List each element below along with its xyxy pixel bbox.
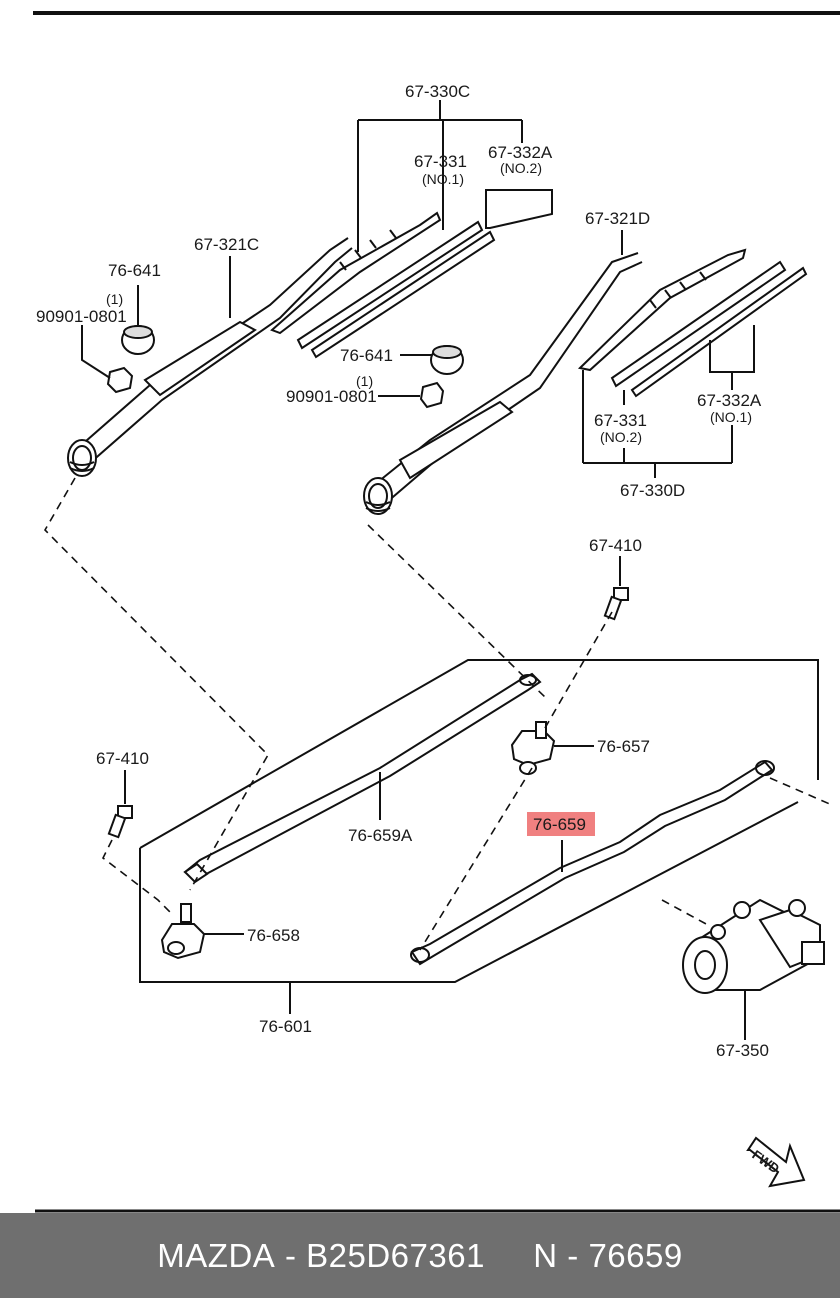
label-67-330D: 67-330D bbox=[620, 481, 685, 500]
label-67-331-right: 67-331 bbox=[594, 411, 647, 430]
label-67-332A-left: 67-332A bbox=[488, 143, 553, 162]
footer-sep: - bbox=[275, 1236, 307, 1274]
label-67-350: 67-350 bbox=[716, 1041, 769, 1060]
pivot-76-658[interactable] bbox=[160, 903, 244, 960]
label-76-659[interactable]: 76-659 bbox=[533, 815, 586, 834]
label-67-332A-left-no: (NO.2) bbox=[500, 160, 542, 176]
label-67-330C: 67-330C bbox=[405, 82, 470, 101]
nut-right[interactable] bbox=[378, 381, 445, 409]
footer-gap bbox=[485, 1237, 533, 1275]
cap-right[interactable] bbox=[400, 345, 464, 375]
link-rod-76-659[interactable] bbox=[410, 760, 775, 966]
linkage-frame bbox=[139, 659, 819, 1014]
leader-67-330C bbox=[357, 100, 553, 252]
bolt-67-410-upper[interactable] bbox=[603, 556, 629, 621]
label-qty-right: (1) bbox=[356, 373, 373, 389]
label-76-641-left: 76-641 bbox=[108, 261, 161, 280]
footer-bar: MAZDA - B25D67361 N - 76659 bbox=[0, 1213, 840, 1298]
link-rod-76-659A[interactable] bbox=[183, 672, 542, 884]
label-76-658: 76-658 bbox=[247, 926, 300, 945]
nut-left[interactable] bbox=[81, 325, 134, 394]
footer-ref: N - 76659 bbox=[533, 1236, 683, 1274]
leader-67-330D bbox=[582, 325, 755, 478]
label-76-641-right: 76-641 bbox=[340, 346, 393, 365]
highlight-76-659 bbox=[527, 812, 595, 836]
label-76-659A: 76-659A bbox=[348, 826, 413, 845]
fwd-direction-arrow-icon: FWD bbox=[746, 1136, 806, 1188]
label-90901-0801-right: 90901-0801 bbox=[286, 387, 377, 406]
wiper-arm-left[interactable] bbox=[67, 237, 353, 477]
label-67-332A-right-no: (NO.1) bbox=[710, 409, 752, 425]
footer-part-number: B25D67361 bbox=[306, 1236, 485, 1274]
parts-diagram: FWD 67-330C 67-331 (NO.1) 67-332A (NO.2)… bbox=[33, 11, 840, 1213]
bolt-67-410-left[interactable] bbox=[107, 770, 133, 839]
label-67-331-left-no: (NO.1) bbox=[422, 171, 464, 187]
wiper-blade-right[interactable] bbox=[577, 248, 808, 398]
label-76-601: 76-601 bbox=[259, 1017, 312, 1036]
pivot-76-657[interactable] bbox=[510, 721, 594, 775]
label-67-321C: 67-321C bbox=[194, 235, 259, 254]
label-90901-0801-left: 90901-0801 bbox=[36, 307, 127, 326]
label-67-410-left: 67-410 bbox=[96, 749, 149, 768]
label-qty-left: (1) bbox=[106, 291, 123, 307]
wiper-motor-67-350[interactable] bbox=[682, 898, 825, 1040]
cap-left[interactable] bbox=[121, 285, 155, 355]
label-67-331-right-no: (NO.2) bbox=[600, 429, 642, 445]
label-76-657: 76-657 bbox=[597, 737, 650, 756]
label-67-321D: 67-321D bbox=[585, 209, 650, 228]
footer-brand: MAZDA bbox=[157, 1236, 276, 1274]
label-67-332A-right: 67-332A bbox=[697, 391, 762, 410]
label-67-410-upper: 67-410 bbox=[589, 536, 642, 555]
wiper-arm-right[interactable] bbox=[363, 252, 643, 515]
dashed-guides bbox=[44, 477, 833, 951]
wiper-blade-left[interactable] bbox=[270, 211, 496, 359]
label-67-331-left: 67-331 bbox=[414, 152, 467, 171]
